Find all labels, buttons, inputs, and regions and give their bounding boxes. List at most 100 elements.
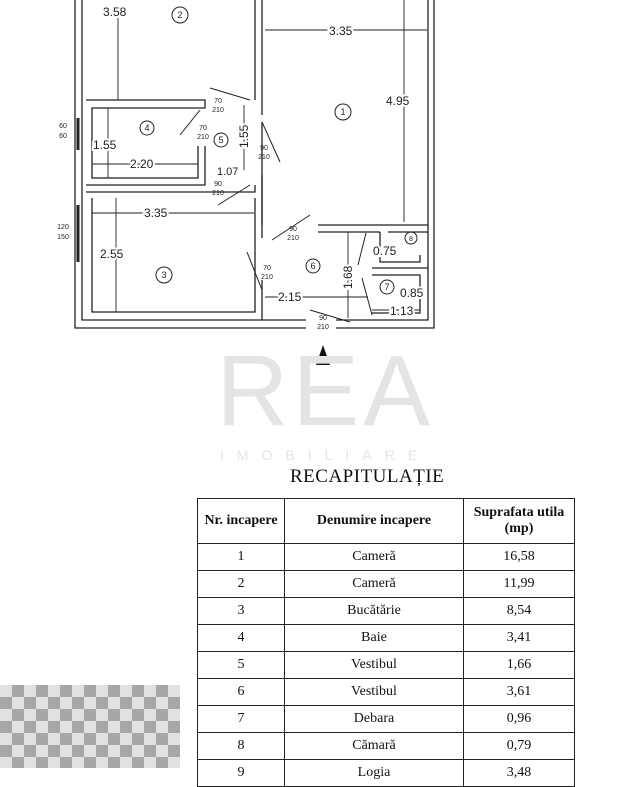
room-number-7: 7: [384, 282, 389, 292]
room-number: 8: [197, 732, 285, 760]
dim-hall6-length: 1.68: [341, 265, 355, 289]
summary-title: RECAPITULAȚIE: [290, 466, 445, 487]
room-number: 6: [197, 678, 285, 706]
rooms-summary-table: Nr. incapere Denumire incapere Suprafata…: [197, 498, 575, 787]
dim-room1-width: 3.35: [329, 24, 353, 38]
room-name: Cameră: [284, 570, 464, 598]
room-number: 4: [197, 624, 285, 652]
room-number-3: 3: [161, 270, 166, 280]
floor-plan: 3.58 3.35 4.95 1.55 2.20 1.55 1.07 3.35 …: [57, 0, 435, 331]
room-number: 3: [197, 597, 285, 625]
room-number-6: 6: [310, 261, 315, 271]
dimension-lines: [92, 0, 427, 318]
dim-hall5-width: 1.07: [217, 166, 238, 178]
room-name: Cameră: [284, 543, 464, 571]
svg-text:90: 90: [260, 145, 268, 152]
table-header-row: Nr. incapere Denumire incapere Suprafata…: [197, 498, 575, 544]
room-name: Vestibul: [284, 678, 464, 706]
dim-bath-width: 2.20: [130, 157, 154, 171]
room-area: 1,66: [463, 651, 575, 679]
svg-text:120: 120: [57, 224, 69, 231]
room-area: 0,96: [463, 705, 575, 733]
dim-kitchen-width: 3.35: [144, 206, 168, 220]
svg-text:70: 70: [199, 125, 207, 132]
room-name: Bucătărie: [284, 597, 464, 625]
dim-storage-width: 1.13: [390, 304, 414, 318]
room-numbers: 1 2 3 4 5 6 7 8: [144, 10, 413, 292]
room-number: 5: [197, 651, 285, 679]
dim-room2-width: 3.58: [103, 5, 127, 19]
pixelated-code: [0, 685, 180, 768]
room-number-2: 2: [177, 10, 182, 20]
room-number: 1: [197, 543, 285, 571]
header-room-number: Nr. incapere: [197, 498, 285, 544]
svg-text:210: 210: [212, 107, 224, 114]
room-number-4: 4: [144, 123, 149, 133]
room-name: Cămară: [284, 732, 464, 760]
entrance-arrow-icon: [316, 345, 330, 365]
room-number-5: 5: [218, 135, 223, 145]
watermark-sub: IMOBILIARE: [219, 447, 431, 463]
room-name: Vestibul: [284, 651, 464, 679]
svg-text:90: 90: [319, 315, 327, 322]
room-name: Debara: [284, 705, 464, 733]
dimension-labels: 3.58 3.35 4.95 1.55 2.20 1.55 1.07 3.35 …: [91, 5, 426, 320]
walls: [74, 0, 435, 329]
dim-hall6-width: 2.15: [278, 290, 302, 304]
room-number: 9: [197, 759, 285, 787]
dim-hall5-length: 1.55: [237, 124, 251, 148]
room-number-8: 8: [409, 236, 413, 243]
dim-storage-depth: 0.85: [400, 286, 424, 300]
svg-text:210: 210: [317, 324, 329, 331]
dim-kitchen-length: 2.55: [100, 247, 124, 261]
svg-text:210: 210: [261, 274, 273, 281]
room-area: 3,41: [463, 624, 575, 652]
dim-bath-height: 1.55: [93, 138, 117, 152]
room-number: 2: [197, 570, 285, 598]
room-number-circles: [139, 6, 418, 295]
header-room-name: Denumire incapere: [284, 498, 464, 544]
svg-text:90: 90: [214, 181, 222, 188]
svg-text:210: 210: [287, 235, 299, 242]
svg-text:150: 150: [57, 234, 69, 241]
svg-text:210: 210: [212, 190, 224, 197]
room-number-1: 1: [340, 107, 345, 117]
svg-text:60: 60: [59, 133, 67, 140]
dim-room1-length: 4.95: [386, 94, 410, 108]
room-area: 16,58: [463, 543, 575, 571]
dim-pantry-depth: 0.75: [373, 244, 397, 258]
room-area: 11,99: [463, 570, 575, 598]
room-name: Logia: [284, 759, 464, 787]
header-area: Suprafata utila (mp): [463, 498, 575, 544]
svg-text:90: 90: [289, 226, 297, 233]
door-swings: [179, 87, 373, 323]
svg-text:70: 70: [214, 98, 222, 105]
room-area: 0,79: [463, 732, 575, 760]
room-number: 7: [197, 705, 285, 733]
svg-text:210: 210: [258, 154, 270, 161]
svg-text:70: 70: [263, 265, 271, 272]
svg-text:60: 60: [59, 123, 67, 130]
room-area: 3,48: [463, 759, 575, 787]
room-area: 3,61: [463, 678, 575, 706]
svg-text:210: 210: [197, 134, 209, 141]
room-area: 8,54: [463, 597, 575, 625]
